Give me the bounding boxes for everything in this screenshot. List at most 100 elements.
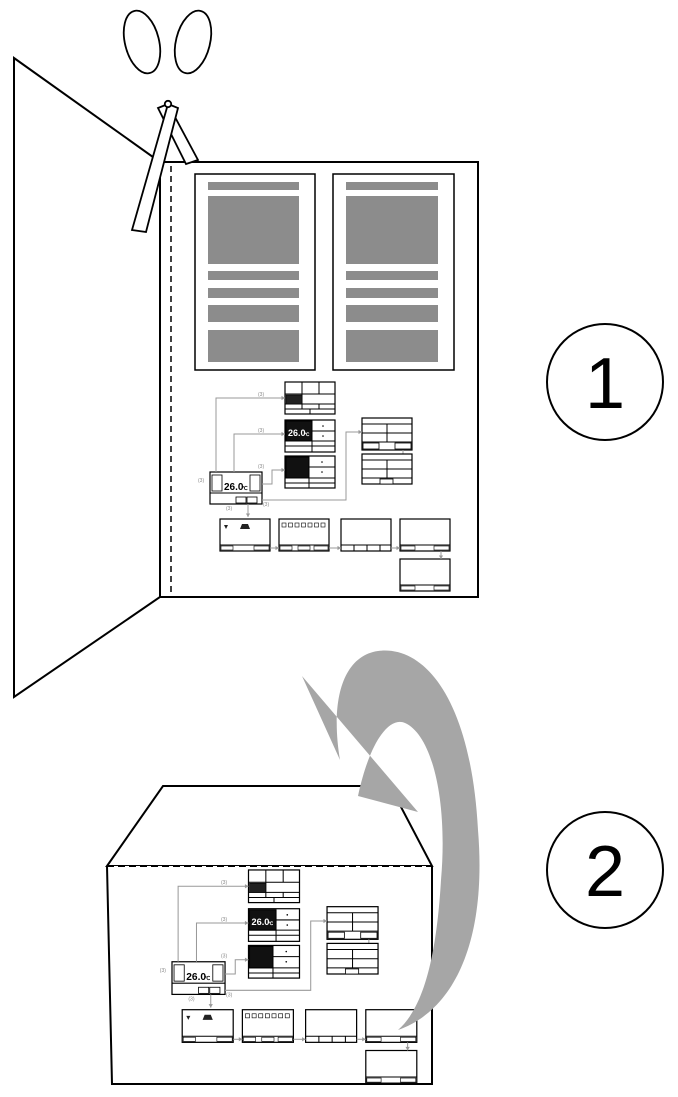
- connector-line: [215, 397, 285, 472]
- arrow-tag-label: (3): [258, 464, 264, 470]
- connector-line: [225, 959, 249, 975]
- screen-timer: [305, 1009, 358, 1043]
- connector-to-confirm: [391, 545, 400, 551]
- screen-display-off: [284, 455, 336, 489]
- screen-complete: [365, 1049, 418, 1084]
- arrow-tag-label: (3): [226, 506, 232, 512]
- arrow-head: [281, 431, 285, 437]
- arrow-head: [245, 513, 251, 517]
- dot: [321, 461, 323, 463]
- step-1-badge: 1: [546, 323, 664, 441]
- connector-to-temperature: [195, 920, 249, 962]
- arrow-head: [323, 918, 328, 924]
- arrow-tag-label: (3): [198, 478, 204, 484]
- temperature-readout: 26.0: [224, 482, 244, 493]
- connector-to-mode-icons: [245, 504, 251, 517]
- screen-settings-detail: [361, 453, 413, 485]
- screen-menu-grid: [247, 869, 301, 904]
- screen-confirm: [365, 1009, 418, 1043]
- screen-schedule: [241, 1009, 294, 1043]
- text-page-right: [332, 173, 455, 371]
- connector-to-timer: [293, 1037, 306, 1042]
- arrow-head: [244, 884, 249, 889]
- screen-settings-list: [326, 906, 379, 944]
- cover-flap: [13, 56, 161, 699]
- dot: [321, 471, 323, 473]
- dot: [322, 425, 324, 427]
- screen-mode-icons: [181, 1009, 234, 1043]
- mode-icon: [224, 525, 228, 529]
- mode-icon: [186, 1015, 191, 1020]
- arrow-tag-label: (3): [221, 917, 228, 923]
- flow-diagram-step-1: 26.0℃26.0℃(3)(3)(3)(3)(3)(3): [198, 381, 451, 592]
- arrow-tag-label: (3): [221, 880, 228, 886]
- arrow-tag-label: (3): [160, 968, 167, 974]
- connector-line: [195, 922, 249, 962]
- temperature-unit: ℃: [268, 920, 274, 927]
- arrow-tag-label: (3): [226, 992, 233, 998]
- dot: [285, 950, 288, 953]
- connector-to-mode-icons: [208, 994, 213, 1008]
- arrow-head: [244, 920, 249, 926]
- flow-diagram-step-2: 26.0℃26.0℃(3)(3)(3)(3)(3)(3): [160, 869, 418, 1084]
- screen-temperature: 26.0℃: [247, 908, 301, 942]
- screen-mode-icons: [219, 518, 271, 552]
- connector-to-display-off: [262, 467, 285, 485]
- screen-schedule: [278, 518, 330, 552]
- temperature-readout: 26.0: [288, 428, 306, 438]
- connector-to-confirm: [356, 1037, 366, 1042]
- dot: [322, 435, 324, 437]
- connector-to-schedule: [233, 1037, 243, 1042]
- arrow-head: [337, 545, 341, 551]
- step-1-panel: 1: [13, 9, 664, 699]
- connector-to-settings: [262, 429, 362, 501]
- screen-menu-grid: [284, 381, 336, 415]
- mode-icon: [240, 524, 250, 529]
- connector-to-menu-grid: [215, 395, 285, 472]
- temperature-unit: ℃: [242, 485, 249, 492]
- arrow-head: [275, 545, 279, 551]
- step-2-badge: 2: [546, 811, 664, 929]
- arrow-head: [238, 1037, 243, 1042]
- curved-arrow-icon: [302, 650, 480, 1030]
- arrow-head: [208, 1004, 213, 1008]
- dot: [286, 924, 289, 926]
- connector-to-display-off: [225, 957, 249, 975]
- screen-confirm: [399, 518, 451, 552]
- main-screen: 26.0℃: [171, 961, 226, 996]
- arrow-head: [244, 957, 249, 962]
- arrow-head: [362, 1037, 366, 1042]
- dot: [285, 960, 288, 963]
- temperature-readout: 26.0: [186, 972, 206, 983]
- arrow-tag-label: (3): [188, 997, 195, 1003]
- screen-settings-list: [361, 417, 413, 454]
- connector-line: [225, 920, 328, 991]
- screen-temperature: 26.0℃: [284, 419, 336, 453]
- mode-icon: [202, 1014, 213, 1020]
- diagram-content: 26.0℃26.0℃(3)(3)(3)(3)(3)(3): [160, 869, 418, 1084]
- temperature-unit: ℃: [204, 975, 211, 982]
- arrow-tag-label: (3): [258, 428, 264, 434]
- temperature-unit: ℃: [304, 431, 310, 438]
- arrow-head: [358, 429, 362, 435]
- step-1-number: 1: [585, 344, 625, 424]
- screen-settings-detail: [326, 942, 379, 975]
- step-2-number: 2: [585, 832, 625, 912]
- connector-to-temperature: [233, 431, 285, 472]
- arrow-tag-label: (3): [258, 392, 264, 398]
- screen-display-off: [247, 944, 301, 979]
- connector-line: [233, 433, 285, 472]
- connector-line: [262, 469, 285, 485]
- arrow-head: [281, 467, 285, 473]
- screen-complete: [399, 558, 451, 592]
- arrow-head: [281, 395, 285, 401]
- text-page-left: [194, 173, 316, 371]
- diagram-content: 26.0℃26.0℃(3)(3)(3)(3)(3)(3): [198, 381, 451, 592]
- arrow-tag-label: (3): [221, 954, 228, 960]
- connector-to-complete: [438, 551, 444, 559]
- connector-to-complete: [405, 1042, 410, 1051]
- arrow-head: [405, 1046, 410, 1051]
- arrow-head: [396, 545, 400, 551]
